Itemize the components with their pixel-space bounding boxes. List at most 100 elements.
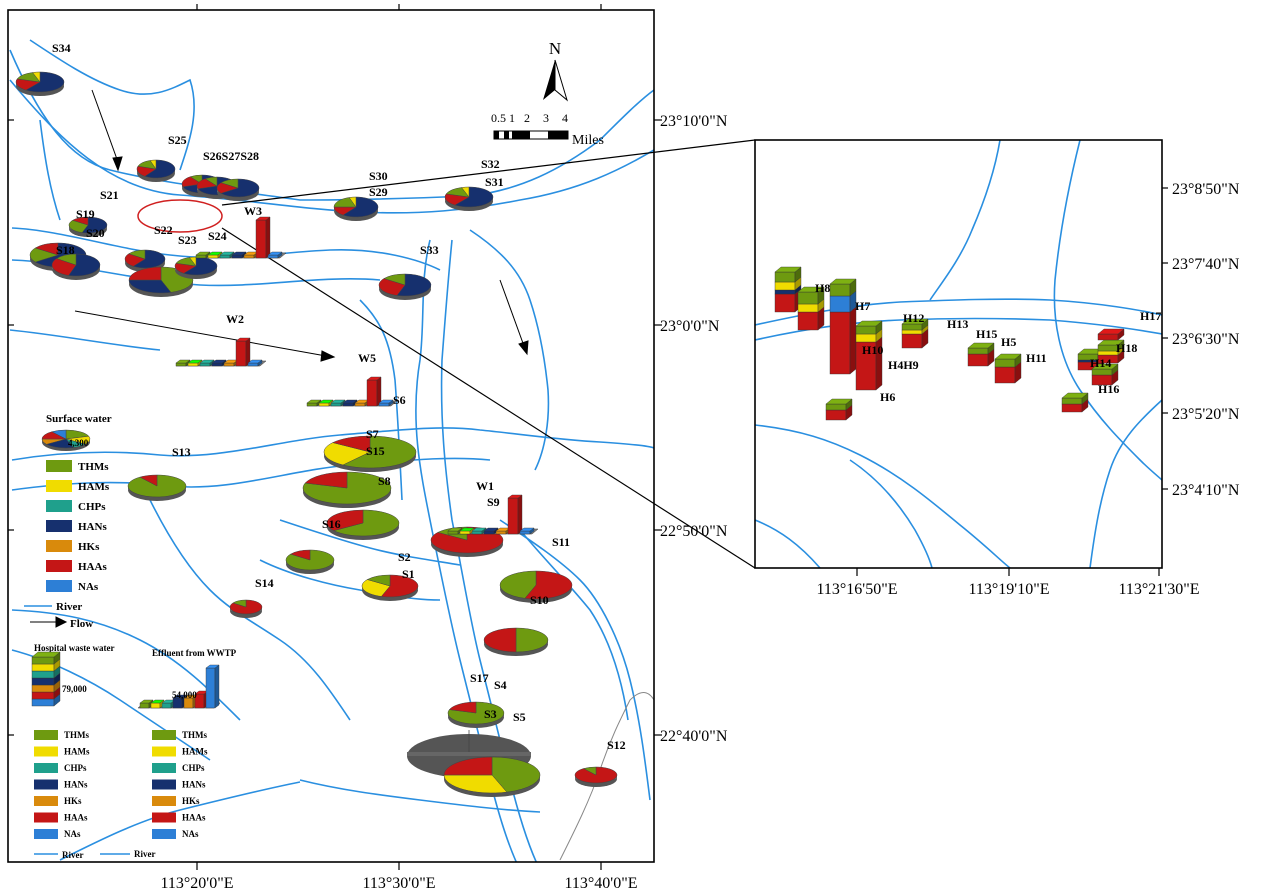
legend-hospital-swatch-CHPs [34, 763, 58, 773]
pie-S8 [302, 471, 392, 508]
label-S6: S6 [393, 393, 406, 407]
legend-effluent-swatch-HANs [152, 779, 176, 790]
label-W3: W3 [244, 204, 262, 218]
legend-effluent-label-THMs: THMs [182, 730, 207, 740]
svg-text:4: 4 [562, 111, 568, 125]
legend-surface-swatch-CHPs [46, 500, 72, 512]
legend-hospital-swatch-NAs [34, 829, 58, 839]
legend-hospital-bar [31, 651, 61, 707]
lat-label-1: 23°10'0"N [660, 113, 728, 130]
bar-H10 [855, 320, 883, 391]
label-S17: S17 [470, 671, 489, 685]
bars-W2-bar-NAs [247, 359, 263, 367]
legend-surface-label-HKs: HKs [78, 541, 100, 553]
legend-effluent-label-HAMs: HAMs [182, 747, 208, 757]
legend-surface-swatch-HANs [46, 520, 72, 532]
label-S3: S3 [484, 707, 497, 721]
bars-W1-bar-HAAs [507, 494, 523, 535]
label-S1: S1 [402, 567, 415, 581]
legend-river-label: River [56, 601, 82, 613]
legend-river-label-2: River [62, 850, 84, 860]
pie-S12 [574, 766, 618, 787]
label-H15: H15 [976, 327, 997, 341]
effluent-bars [175, 216, 539, 535]
pie-S10 [483, 627, 549, 656]
inset-connector-top [221, 139, 756, 206]
label-H17: H17 [1140, 309, 1161, 323]
legend-hospital-swatch-THMs [34, 730, 58, 740]
label-S31: S31 [485, 175, 504, 189]
legend-hospital-label-NAs: NAs [64, 829, 81, 839]
legend-hospital-title: Hospital waste water [34, 643, 115, 653]
legend-effluent-label-HAAs: HAAs [182, 813, 206, 823]
pie-S7 [323, 435, 417, 472]
lon-label-1: 113°20'0"E [161, 875, 234, 892]
label-H10: H10 [862, 343, 883, 357]
legend-hospital-effluent: Hospital waste water Effluent from WWTP … [31, 643, 237, 860]
inset-lon-label-3: 113°21'30"E [1119, 581, 1200, 598]
label-S10: S10 [530, 593, 549, 607]
label-S9: S9 [487, 495, 500, 509]
legend-hospital-swatch-HAMs [34, 746, 58, 757]
surface-water-pies [15, 71, 618, 797]
svg-text:N: N [549, 39, 561, 58]
legend-hospital-swatch-HANs [34, 779, 58, 790]
bar-H8 [797, 286, 825, 331]
legend-surface-label-CHPs: CHPs [78, 501, 106, 513]
lon-label-2: 113°30'0"E [363, 875, 436, 892]
label-H4H9: H4H9 [888, 358, 919, 372]
legend-hospital-label-HAMs: HAMs [64, 747, 90, 757]
label-S22: S22 [154, 223, 173, 237]
label-S19: S19 [76, 207, 95, 221]
legend-effluent-value: 54,000 [172, 690, 197, 700]
label-S12: S12 [607, 738, 626, 752]
svg-text:Miles: Miles [572, 133, 604, 148]
inset-lat-label-5: 23°4'10"N [1172, 482, 1240, 499]
label-S18: S18 [56, 243, 75, 257]
svg-text:0.5: 0.5 [491, 111, 506, 125]
inset-lon-label-2: 113°19'10"E [969, 581, 1050, 598]
bar-H7 [829, 278, 857, 375]
main-ticks [8, 4, 662, 870]
label-H13: H13 [947, 317, 968, 331]
bars-W2 [175, 337, 267, 367]
inset-lon-label-1: 113°16'50"E [817, 581, 898, 598]
legend-effluent-label-HKs: HKs [182, 796, 200, 806]
pie-S19 [68, 216, 108, 237]
pie-S23 [128, 266, 194, 297]
label-S30: S30 [369, 169, 388, 183]
bars-W3-bar-NAs [267, 251, 283, 259]
pie-S13 [127, 474, 187, 501]
scale-bar: 0.5 1 2 3 4 Miles [491, 111, 604, 148]
label-S24: S24 [208, 229, 227, 243]
label-S16: S16 [322, 517, 341, 531]
hospital-bars [774, 266, 1125, 421]
legend-surface-label-HAMs: HAMs [78, 481, 110, 493]
zoom-area-ellipse [137, 199, 223, 233]
inset-lat-label-1: 23°8'50"N [1172, 181, 1240, 198]
legend-hospital-label-HAAs: HAAs [64, 813, 88, 823]
label-H14: H14 [1090, 356, 1111, 370]
inset-map-frame [754, 139, 1163, 569]
legend-surface-label-THMs: THMs [78, 461, 109, 473]
label-W1: W1 [476, 479, 494, 493]
inset-lat-label-4: 23°5'20"N [1172, 406, 1240, 423]
label-S2: S2 [398, 550, 411, 564]
legend-surface-swatch-HAMs [46, 480, 72, 492]
label-H5: H5 [1001, 335, 1016, 349]
label-S33: S33 [420, 243, 439, 257]
legend-surface-water: Surface water 4,300 THMsHAMsCHPsHANsHKsH… [24, 413, 112, 630]
bars-W1-bar-NAs [519, 527, 535, 535]
bar-H12 [901, 318, 929, 349]
label-W2: W2 [226, 312, 244, 326]
pie-S16 [326, 509, 400, 540]
bar-H11 [1061, 392, 1089, 413]
label-S34: S34 [52, 41, 71, 55]
legend-effluent-label-NAs: NAs [182, 829, 199, 839]
bar-H17 [1097, 328, 1125, 341]
lat-label-3: 22°50'0"N [660, 523, 728, 540]
label-H8: H8 [815, 281, 830, 295]
legend-hospital-label-HANs: HANs [64, 780, 88, 790]
legend-river-label-3: River [134, 849, 156, 859]
